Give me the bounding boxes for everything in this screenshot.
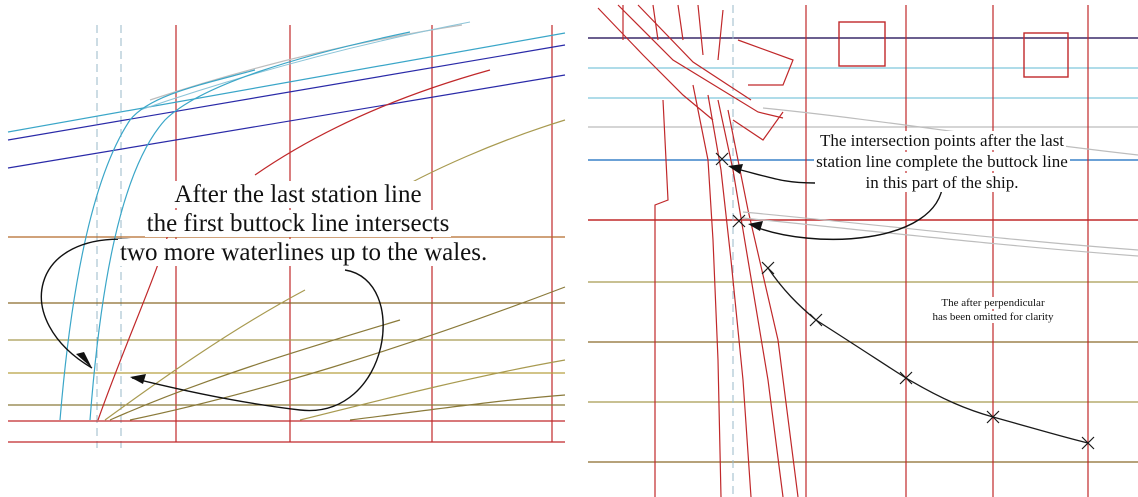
- right-station-lines: [805, 5, 1089, 497]
- stern-line: [617, 4, 784, 119]
- right-drawing: [588, 4, 1138, 497]
- stern-line: [737, 39, 794, 86]
- stern-line: [717, 9, 724, 61]
- cyan-curve: [59, 69, 256, 421]
- grey-curve: [742, 211, 1138, 251]
- cyan-curve: [89, 31, 411, 421]
- annotation-line: in this part of the ship.: [863, 173, 1021, 192]
- grey-curves: [742, 107, 1138, 257]
- arrow-head: [728, 164, 743, 174]
- annotation-line: station line complete the buttock line: [814, 152, 1070, 171]
- arrow-head: [130, 374, 146, 384]
- stern-line: [717, 99, 784, 497]
- stern-line: [697, 4, 704, 56]
- cross-marker: [899, 371, 913, 385]
- olive-curve: [104, 289, 306, 421]
- arrow-1-path: [40, 238, 136, 369]
- left-cyan-curves: [59, 31, 411, 421]
- annotation-line: the first buttock line intersects: [144, 210, 452, 237]
- stern-line: [677, 4, 684, 41]
- arrow-head: [748, 221, 763, 231]
- diagonal-line: [7, 44, 566, 141]
- cross-marker: [1081, 436, 1095, 450]
- olive-curve: [349, 394, 566, 421]
- buttock-curve: [767, 267, 1089, 444]
- cross-marker: [732, 214, 746, 228]
- stern-structure: [597, 4, 799, 497]
- diagonal-line: [7, 74, 566, 169]
- arrow-2-path: [131, 269, 384, 412]
- arrow-path: [732, 167, 816, 184]
- left-waterlines: [8, 236, 565, 443]
- stern-line: [637, 4, 752, 101]
- olive-curve: [299, 359, 566, 421]
- grey-curve: [742, 217, 1138, 257]
- buttock-curve: [254, 69, 491, 176]
- cross-marker: [809, 313, 823, 327]
- intersection-markers: [715, 152, 1095, 450]
- arrow-head: [76, 352, 92, 368]
- stern-line: [654, 99, 669, 497]
- annotation-line: two more waterlines up to the wales.: [118, 239, 490, 266]
- cross-marker: [715, 152, 729, 166]
- left-upper-lines: [7, 21, 566, 169]
- stern-line: [692, 84, 722, 497]
- diagonal-line: [7, 32, 566, 133]
- annotation-line: The intersection points after the last: [817, 131, 1067, 150]
- left-buttock-curves: [97, 69, 566, 421]
- stern-line: [652, 4, 659, 41]
- stern-line: [732, 111, 784, 141]
- right-horizontal-lines: [588, 37, 1138, 463]
- right-note: The after perpendicular has been omitted…: [893, 296, 1093, 324]
- arrow-path: [752, 182, 944, 240]
- cross-marker: [986, 410, 1000, 424]
- olive-curve: [109, 319, 401, 421]
- note-line: has been omitted for clarity: [930, 311, 1056, 323]
- grey-curve: [762, 107, 1138, 156]
- gunport-square: [838, 21, 886, 67]
- left-panel: After the last station line the first bu…: [0, 0, 568, 497]
- note-line: The after perpendicular: [939, 297, 1047, 309]
- gunport-square: [1023, 32, 1069, 78]
- cross-marker: [761, 261, 775, 275]
- gunports: [838, 21, 1069, 78]
- left-annotation: After the last station line the first bu…: [118, 180, 490, 267]
- stern-line: [727, 109, 799, 497]
- right-panel: The intersection points after the last s…: [583, 0, 1138, 497]
- left-arrows: [40, 238, 384, 412]
- light-curve: [139, 21, 471, 111]
- stern-line: [707, 94, 752, 497]
- right-annotation: The intersection points after the last s…: [761, 130, 1123, 193]
- left-drawing: [7, 21, 566, 448]
- olive-curve: [129, 286, 566, 421]
- right-arrows: [732, 167, 944, 240]
- annotation-line: After the last station line: [172, 181, 424, 208]
